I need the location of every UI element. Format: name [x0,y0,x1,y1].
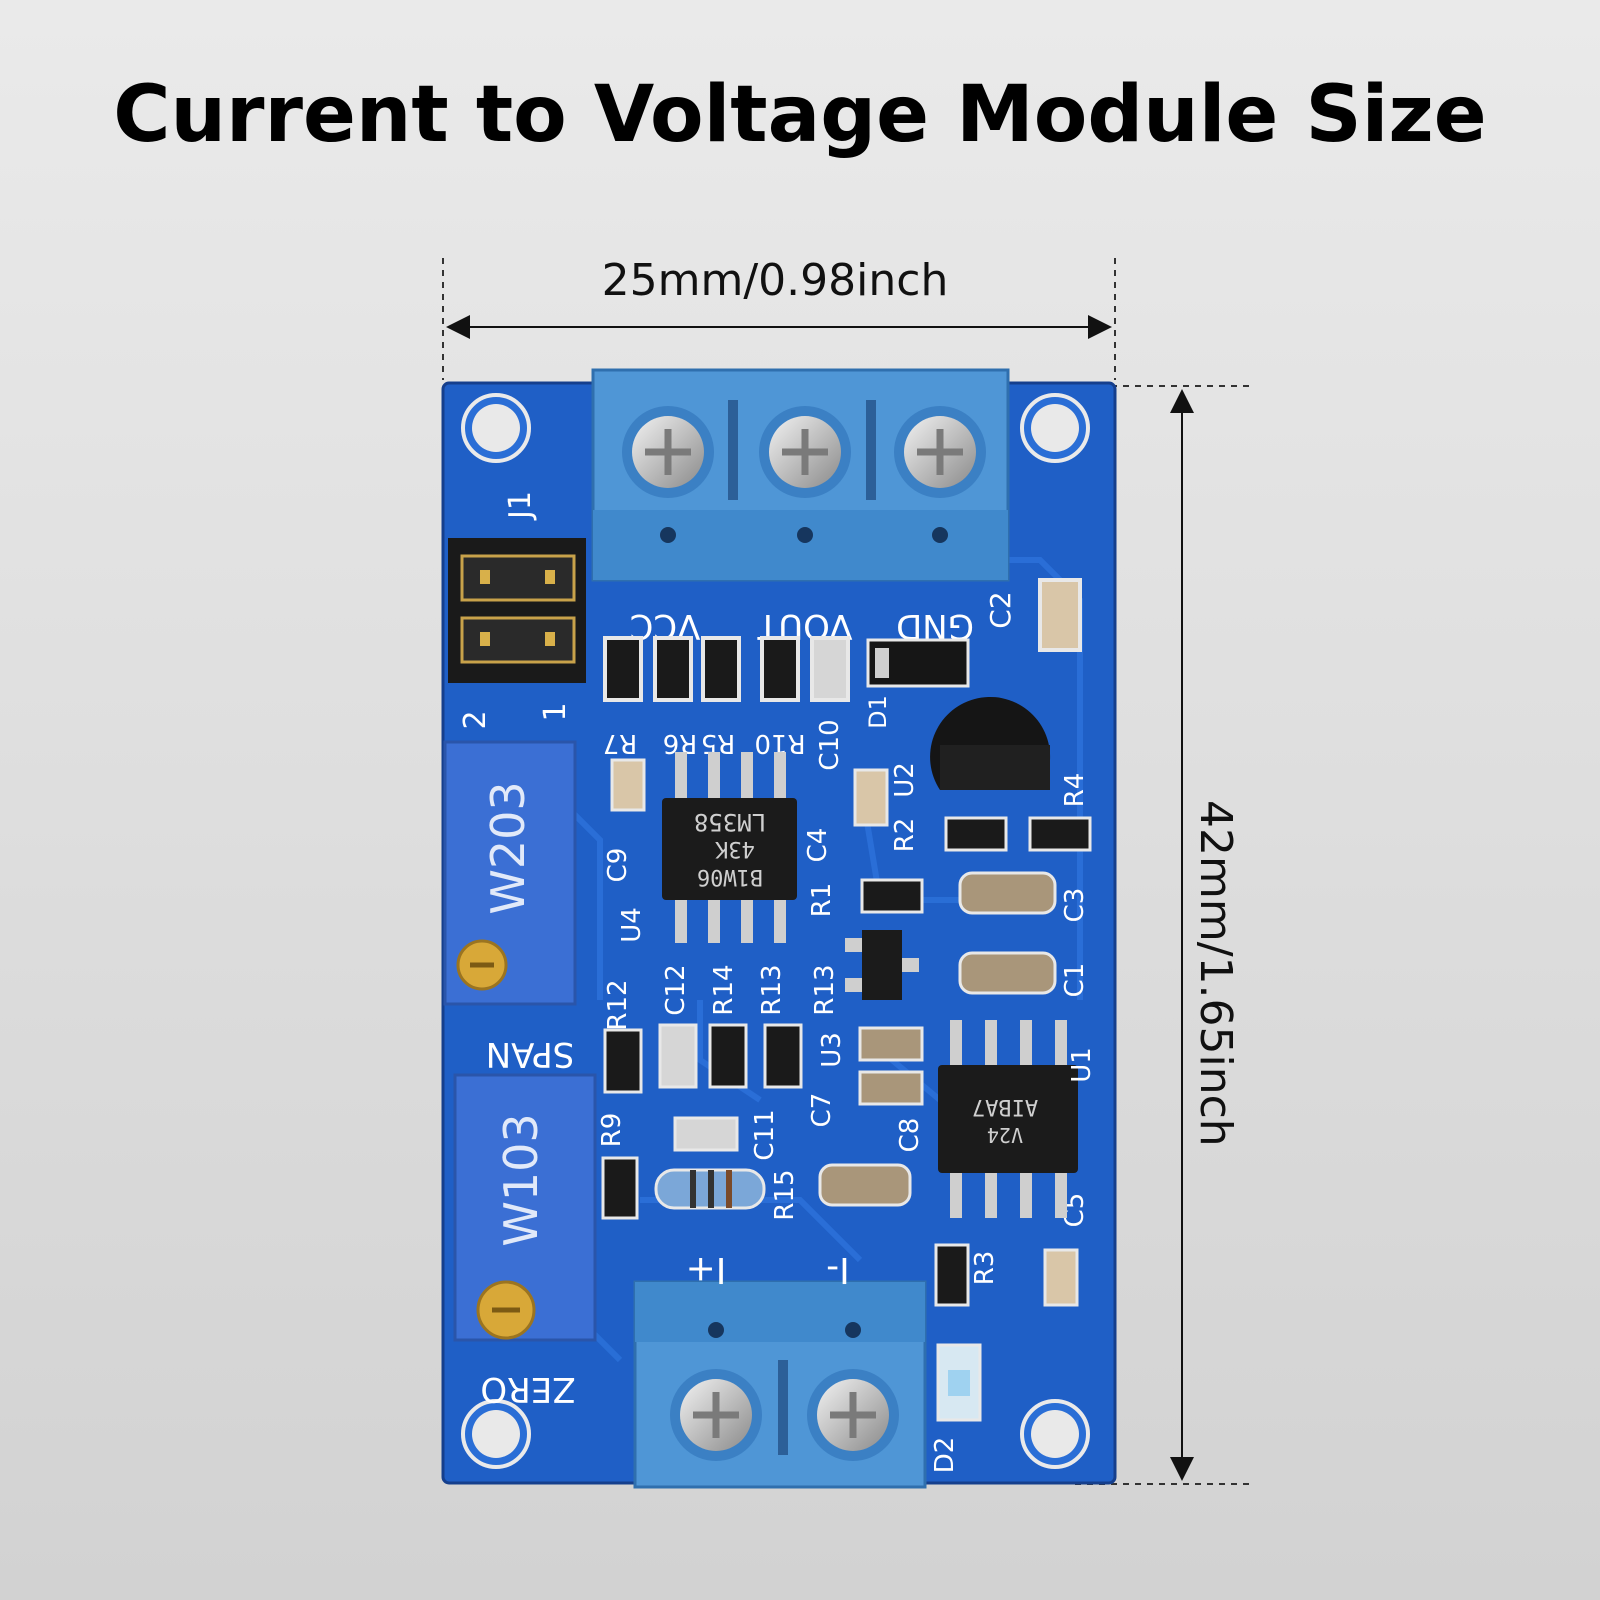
silk-u1: U1 [1067,1047,1097,1083]
silk-c1: C1 [1060,963,1090,998]
silk-j1: J1 [503,491,538,521]
height-dimension-line [1075,385,1250,1485]
screw-icon [894,406,986,498]
silk-u3: R13 [810,964,840,1015]
silk-u4: U4 [617,907,647,943]
silk-pin-1: 1 [538,702,573,721]
silk-c9: C9 [603,848,633,883]
silk-i-plus: I+ [686,1249,727,1290]
chip-u4-line3: B1W06 [697,864,763,889]
silk-r14: R14 [709,964,739,1015]
silk-span: SPAN [486,1034,575,1074]
screw-icon [622,406,714,498]
pot-label-w203: W203 [481,781,535,914]
screw-icon [670,1369,762,1461]
silk-d1: D1 [864,695,892,729]
silk-pin-2: 2 [458,710,493,729]
silk-c12: C12 [661,964,691,1015]
silk-r3: R3 [970,1251,1000,1286]
mounting-hole [461,393,531,463]
silk-r12: R12 [603,979,633,1030]
silk-r13: R13 [757,964,787,1015]
mounting-hole [461,1399,531,1469]
top-terminal-block [591,368,1010,582]
resistor-row-top [603,636,850,702]
silk-r15: R15 [770,1169,800,1220]
silk-c8: C8 [895,1118,925,1153]
chip-u1-line1: AIBA7 [972,1094,1038,1119]
bottom-terminal-block [633,1280,927,1489]
diode-d1 [866,638,970,688]
silk-c7: C7 [807,1093,837,1128]
span-potentiometer[interactable] [443,740,577,1006]
silk-r4: R4 [1060,773,1090,808]
chip-u1-line2: V24 [987,1123,1023,1147]
silk-r2: R2 [890,818,920,853]
silk-i-minus: I- [826,1249,850,1290]
transistor-u2 [930,696,1051,790]
silk-r1: R1 [807,883,837,918]
screw-icon [759,406,851,498]
silk-d2: D2 [930,1437,960,1474]
chip-u4-line1: LM358 [694,808,766,836]
pot-label-w103: W103 [494,1113,548,1246]
silk-zero: ZERO [480,1369,575,1409]
silk-r7: R7 [603,728,638,758]
chip-u4-line2: 43K [714,836,754,861]
screw-icon [807,1369,899,1461]
page-title: Current to Voltage Module Size [113,70,1487,160]
capacitor-c2 [1038,578,1082,652]
silk-c3: C3 [1060,888,1090,923]
width-dimension-line [442,258,1116,380]
silk-u2: U2 [890,762,920,798]
chip-u1 [938,1020,1078,1218]
silk-r9: R9 [597,1113,627,1148]
silk-c2: C2 [984,591,1017,628]
chip-u4 [662,752,797,943]
silk-c6: U3 [817,1032,847,1068]
mounting-hole [1020,1399,1090,1469]
smd-components-middle [610,758,1092,1000]
jumper-j1 [448,538,586,683]
zero-potentiometer[interactable] [453,1073,597,1342]
silk-c11: C11 [750,1109,780,1160]
silk-c4: C4 [803,828,833,863]
silk-c10: C10 [815,719,845,770]
led-d2 [936,1343,982,1422]
width-dimension-label: 25mm/0.98inch [601,255,949,306]
smd-components-lower [601,1023,1079,1307]
mounting-hole [1020,393,1090,463]
